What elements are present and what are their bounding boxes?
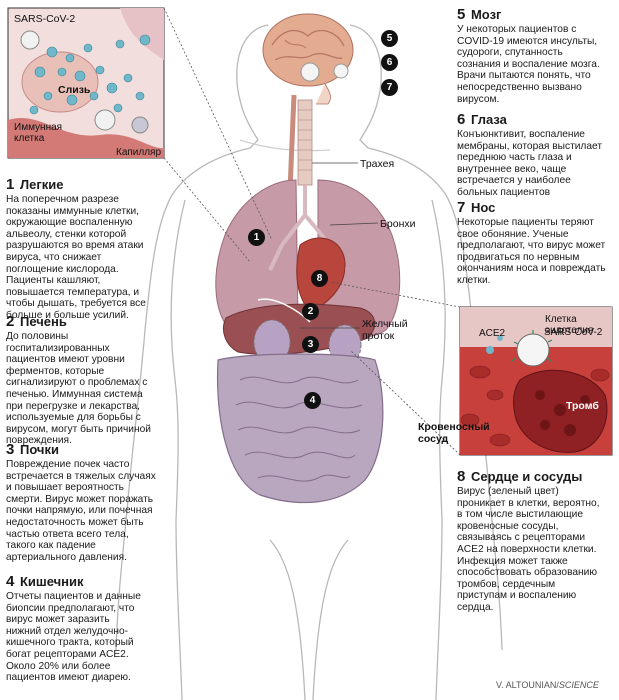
section-intestine-title: 4 Кишечник — [6, 573, 84, 590]
section-lungs-body: На поперечном разрезе показаны иммунные … — [6, 194, 146, 321]
callout-8: 8 — [311, 270, 328, 287]
inset-clot-label: Тромб — [566, 400, 599, 412]
callout-7: 7 — [381, 79, 398, 96]
inset-ace2-label: ACE2 — [479, 328, 506, 339]
section-eyes-title: 6 Глаза — [457, 111, 507, 128]
section-kidneys-body: Повреждение почек часто встречается в тя… — [6, 459, 156, 563]
section-kidneys: 3 Почки Повреждение почек часто встречае… — [6, 441, 156, 563]
section-eyes: 6 Глаза Конъюнктивит, воспаление мембран… — [457, 111, 607, 199]
head — [262, 13, 354, 105]
section-nose-title: 7 Нос — [457, 199, 496, 216]
section-lungs: 1 Легкие На поперечном разрезе показаны … — [6, 176, 156, 322]
credit-source: SCIENCE — [558, 680, 599, 690]
body-outline — [115, 24, 503, 700]
trachea-label: Трахея — [360, 158, 394, 170]
section-nose-body: Некоторые пациенты теряют свое обоняние.… — [457, 217, 606, 286]
section-heart-title: 8 Сердце и сосуды — [457, 468, 583, 485]
lungs — [215, 179, 401, 338]
inset-capillary-label: Капилляр — [116, 147, 161, 158]
intestines — [216, 353, 384, 504]
callout-2: 2 — [302, 303, 319, 320]
callout-5: 5 — [381, 30, 398, 47]
section-brain-title: 5 Мозг — [457, 6, 502, 23]
credit-author: V. ALTOUNIAN/ — [496, 680, 559, 690]
section-kidneys-title: 3 Почки — [6, 441, 59, 458]
section-lungs-title: 1 Легкие — [6, 176, 64, 193]
section-heart-vessels: 8 Сердце и сосуды Вирус (зеленый цвет) п… — [457, 468, 607, 614]
section-eyes-body: Конъюнктивит, воспаление мембраны, котор… — [457, 129, 603, 198]
callout-4: 4 — [304, 392, 321, 409]
section-nose: 7 Нос Некоторые пациенты теряют свое обо… — [457, 199, 607, 287]
section-liver: 2 Печень До половины госпитализированных… — [6, 313, 156, 447]
section-heart-body: Вирус (зеленый цвет) проникает в клетки,… — [457, 486, 600, 613]
inset-leader-lines — [163, 7, 461, 456]
bronchi-label: Бронхи — [380, 218, 416, 230]
inset-virus-label: SARS-CoV-2 — [14, 13, 75, 25]
section-liver-title: 2 Печень — [6, 313, 67, 330]
section-intestine-body: Отчеты пациентов и данные биопсии предпо… — [6, 591, 141, 684]
callout-6: 6 — [381, 54, 398, 71]
section-brain: 5 Мозг У некоторых пациентов с COVID-19 … — [457, 6, 607, 105]
organ-label-leaders — [300, 162, 379, 329]
section-liver-body: До половины госпитализированных пациенто… — [6, 331, 151, 447]
trachea — [287, 94, 313, 191]
callout-3: 3 — [302, 336, 319, 353]
inset-mucus-label: Слизь — [58, 84, 91, 96]
section-brain-body: У некоторых пациентов с COVID-19 имеются… — [457, 24, 600, 105]
inset-virus2-label: SARS-CoV-2 — [544, 327, 603, 338]
credit: V. ALTOUNIAN/SCIENCE — [496, 680, 599, 690]
section-intestine: 4 Кишечник Отчеты пациентов и данные био… — [6, 573, 146, 684]
callout-1: 1 — [248, 229, 265, 246]
